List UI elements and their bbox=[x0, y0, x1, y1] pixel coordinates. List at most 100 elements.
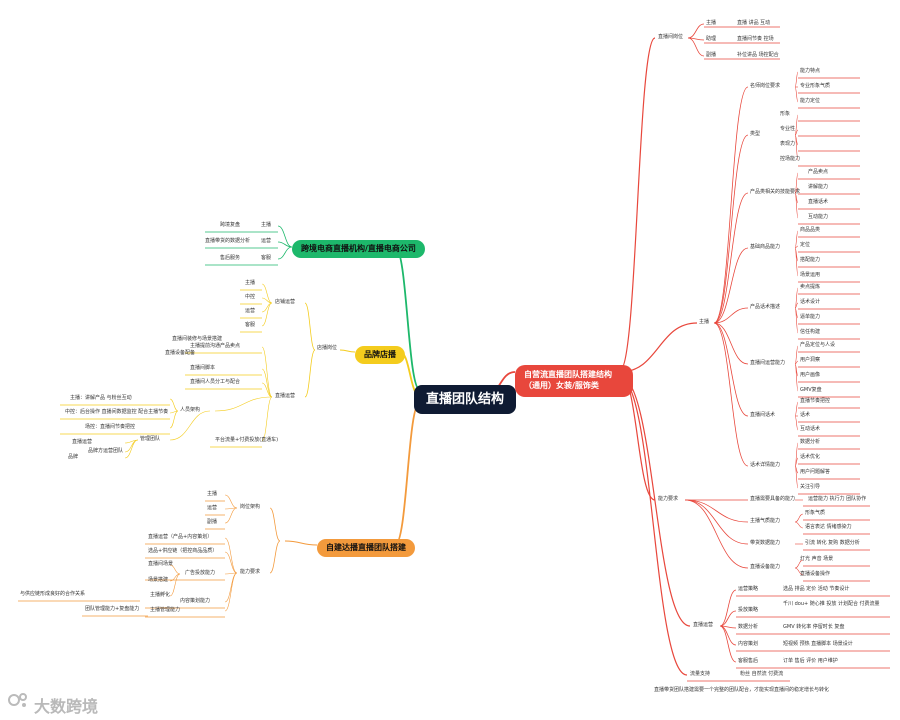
watermark-text: 大数跨境 bbox=[34, 697, 99, 716]
red-sub-leaf bbox=[794, 114, 799, 136]
red-sub-6-item-2: 用户洞察 bbox=[800, 357, 821, 363]
red-ability-2-item-2: 语言表达 情绪感染力 bbox=[805, 524, 852, 530]
yellow-sub1-b bbox=[304, 349, 316, 398]
orange-sub1: 岗位架构 bbox=[240, 504, 261, 510]
red-sub-8-item-4: 关注引导 bbox=[800, 484, 821, 490]
yellow-manage: 管理团队 bbox=[140, 436, 161, 442]
red-sub-4-item-1: 商品品类 bbox=[800, 227, 821, 233]
red-ability-3-item-1: 引流 转化 复购 数据分析 bbox=[805, 540, 860, 546]
red-ability-4-item-1: 灯光 声音 场景 bbox=[800, 556, 834, 562]
red-to-scene bbox=[619, 375, 691, 627]
branch-red-main[interactable]: 自营流直播团队搭建结构（通用）女装/服饰类 bbox=[515, 365, 633, 397]
red-ability-sub bbox=[684, 499, 749, 569]
yellow-people-3: 场控：直播间节奏把控 bbox=[85, 424, 136, 430]
orange-sub2-leaf bbox=[224, 572, 238, 575]
red-sub-1-item-2: 专业形象气质 bbox=[800, 83, 831, 89]
orange-sub2-leaf bbox=[224, 537, 238, 574]
red-sub-leaf bbox=[794, 86, 799, 103]
red-sub-7: 直播间话术 bbox=[750, 412, 776, 418]
red-sub-leaf bbox=[794, 307, 799, 334]
red-sub-leaf bbox=[794, 134, 799, 161]
yellow-note-left-2: 直播设备配备 bbox=[165, 350, 196, 356]
red-top-detail-1: 直播 讲品 互动 bbox=[737, 20, 771, 26]
orange-note-2: 场景搭建 bbox=[148, 577, 169, 583]
red-sub-leaf bbox=[794, 172, 799, 194]
watermark-logo-icon bbox=[8, 693, 27, 707]
yellow-item-4: 平台流量+付费投放(直通车) bbox=[215, 437, 279, 443]
red-top-leaf bbox=[687, 23, 705, 39]
red-scene-5: 客服售后 bbox=[738, 658, 759, 664]
red-main-sub bbox=[713, 322, 749, 417]
red-ability-4: 直播设备能力 bbox=[750, 564, 781, 570]
red-sub-4-item-4: 场景运用 bbox=[800, 272, 821, 278]
orange-note-leaf bbox=[169, 564, 181, 575]
yellow-sub1: 店播岗位 bbox=[317, 345, 338, 351]
red-sub-leaf bbox=[794, 465, 799, 489]
yellow-people: 人员架构 bbox=[180, 407, 201, 413]
orange-sub2-item-4: 内容策划能力 bbox=[180, 598, 211, 604]
red-ability-leaf bbox=[794, 521, 804, 529]
green-leaf bbox=[277, 225, 293, 248]
red-sub-5-item-4: 信任构建 bbox=[800, 329, 821, 335]
red-sub-5-item-3: 逼单能力 bbox=[800, 314, 821, 320]
red-ability-2-item-1: 形象气质 bbox=[805, 510, 826, 516]
red-to-traffic bbox=[619, 377, 688, 676]
red-main-sub bbox=[713, 322, 749, 365]
red-main-sub bbox=[713, 86, 749, 324]
orange-sub2-leaf bbox=[224, 572, 238, 603]
red-scene-1: 运营策略 bbox=[738, 586, 759, 592]
red-scene-2-detail: 千川 dou+ 随心推 投放 计划配合 付费流量 bbox=[783, 601, 880, 607]
red-ability-sub bbox=[684, 499, 749, 523]
red-main-sub bbox=[713, 307, 749, 324]
red-main-sub bbox=[713, 322, 749, 467]
central-node[interactable]: 直播团队结构 bbox=[414, 385, 517, 414]
branch-green-main[interactable]: 跨境电商直播机构/直播电商公司 bbox=[292, 240, 425, 258]
yellow-to-sub1 bbox=[339, 349, 356, 353]
yellow-sub1-a bbox=[304, 302, 316, 351]
red-sub-7-item-3: 互动话术 bbox=[800, 426, 821, 432]
yellow-leaf2 bbox=[261, 382, 273, 398]
red-sub-2-item-3: 表现力 bbox=[780, 141, 796, 147]
red-sub-3: 产品类相关的技能要求 bbox=[750, 189, 801, 195]
red-sub-4: 基础商品能力 bbox=[750, 244, 781, 250]
red-ability-sub bbox=[684, 499, 749, 545]
red-sub-6-item-3: 用户画像 bbox=[800, 372, 821, 378]
red-sub-leaf bbox=[794, 457, 799, 467]
orange-sub2-item-3: 广告投放能力 bbox=[185, 570, 216, 576]
green-item-2-detail: 直播带货的数据分析 bbox=[205, 238, 251, 244]
yellow-leaf bbox=[261, 297, 273, 304]
red-sub-2-item-1: 形象 bbox=[780, 111, 791, 117]
red-hub-ability: 能力要求 bbox=[658, 496, 679, 502]
red-main-sub bbox=[713, 192, 749, 324]
yellow-people-leaf bbox=[169, 398, 179, 412]
red-footer-note: 直播带货团队搭建需要一个完整的团队配合，才能实现直播间的稳定增长与转化 bbox=[654, 687, 830, 693]
yellow-group-1-item-3: 运营 bbox=[245, 308, 256, 314]
red-top-detail-2: 直播间节奏 控场 bbox=[737, 36, 774, 42]
red-sub-5-item-1: 卖点提炼 bbox=[800, 284, 821, 290]
orange-note-leaf bbox=[169, 573, 181, 597]
red-sub-7-item-1: 直播节奏把控 bbox=[800, 398, 831, 404]
orange-note-3: 与供应链形成良好的合作关系 bbox=[20, 591, 86, 597]
red-ability-2: 主播气质能力 bbox=[750, 518, 781, 524]
red-sub-8-item-2: 话术优化 bbox=[800, 454, 821, 460]
red-to-main bbox=[619, 322, 698, 373]
red-sub-5: 产品话术描述 bbox=[750, 304, 781, 310]
yellow-manage-3: 品牌 bbox=[68, 454, 79, 460]
yellow-leaf bbox=[261, 302, 273, 327]
red-scene-3-detail: GMV 转化率 停留时长 复盘 bbox=[783, 624, 845, 630]
red-hub-scene: 直播运营 bbox=[693, 622, 714, 628]
yellow-group-1-item-1: 主播 bbox=[245, 280, 256, 286]
red-ability-4-item-2: 直播设备操作 bbox=[800, 571, 831, 577]
branch-yellow-main[interactable]: 品牌店播 bbox=[355, 346, 405, 364]
branch-orange-main[interactable]: 自建达播直播团队搭建 bbox=[317, 539, 415, 557]
orange-note-5: 团队管理能力+复盘能力 bbox=[85, 606, 140, 612]
yellow-group-1-item-4: 客服 bbox=[245, 322, 256, 328]
yellow-people-2: 中控：后台操作 直播间数据监控 配合主播节奏 bbox=[65, 409, 169, 415]
red-sub-3-item-1: 产品卖点 bbox=[808, 169, 829, 175]
orange-sub2-leaf bbox=[224, 572, 238, 612]
red-scene-3: 数据分析 bbox=[738, 624, 759, 630]
orange-to-hub bbox=[284, 540, 318, 546]
orange-note-4: 主播孵化 bbox=[150, 592, 171, 598]
yellow-manage-line bbox=[169, 410, 211, 441]
yellow-manage-2: 直播运营 bbox=[72, 439, 93, 445]
